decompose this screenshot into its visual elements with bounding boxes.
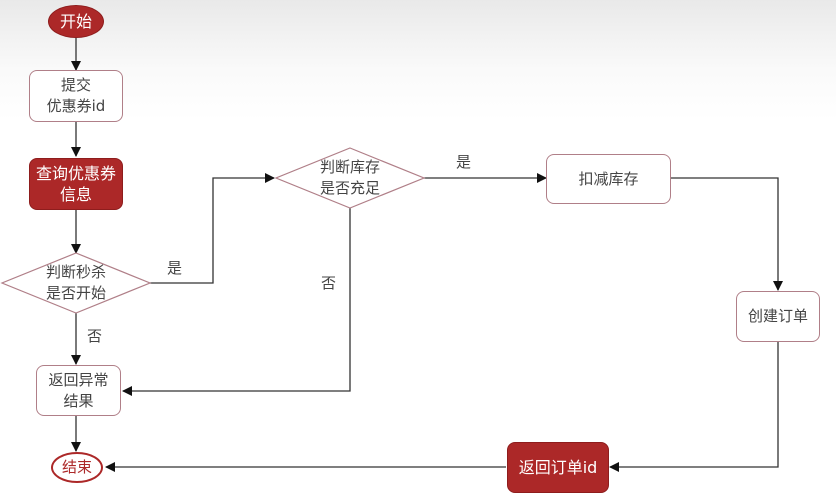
return-order-id-node: 返回订单id bbox=[507, 442, 609, 493]
edge-label-stock-yes: 是 bbox=[456, 153, 472, 171]
return-error-node: 返回异常 结果 bbox=[36, 365, 121, 416]
check-stock-label: 判断库存 是否充足 bbox=[319, 158, 380, 197]
check-seckill-start-label: 判断秒杀 是否开始 bbox=[45, 263, 106, 302]
edge-label-stock-no: 否 bbox=[321, 274, 337, 292]
edge-label-start-yes: 是 bbox=[167, 259, 183, 277]
diamond-check-stock bbox=[274, 147, 426, 209]
end-node: 结束 bbox=[51, 452, 103, 483]
deduct-stock-node: 扣减库存 bbox=[546, 154, 671, 204]
start-node: 开始 bbox=[48, 5, 104, 38]
create-order-node: 创建订单 bbox=[736, 291, 820, 342]
diamond-check-start bbox=[0, 252, 152, 314]
submit-coupon-node: 提交 优惠券id bbox=[29, 70, 123, 122]
edge-label-start-no: 否 bbox=[87, 327, 103, 345]
query-coupon-node: 查询优惠券 信息 bbox=[29, 158, 123, 210]
